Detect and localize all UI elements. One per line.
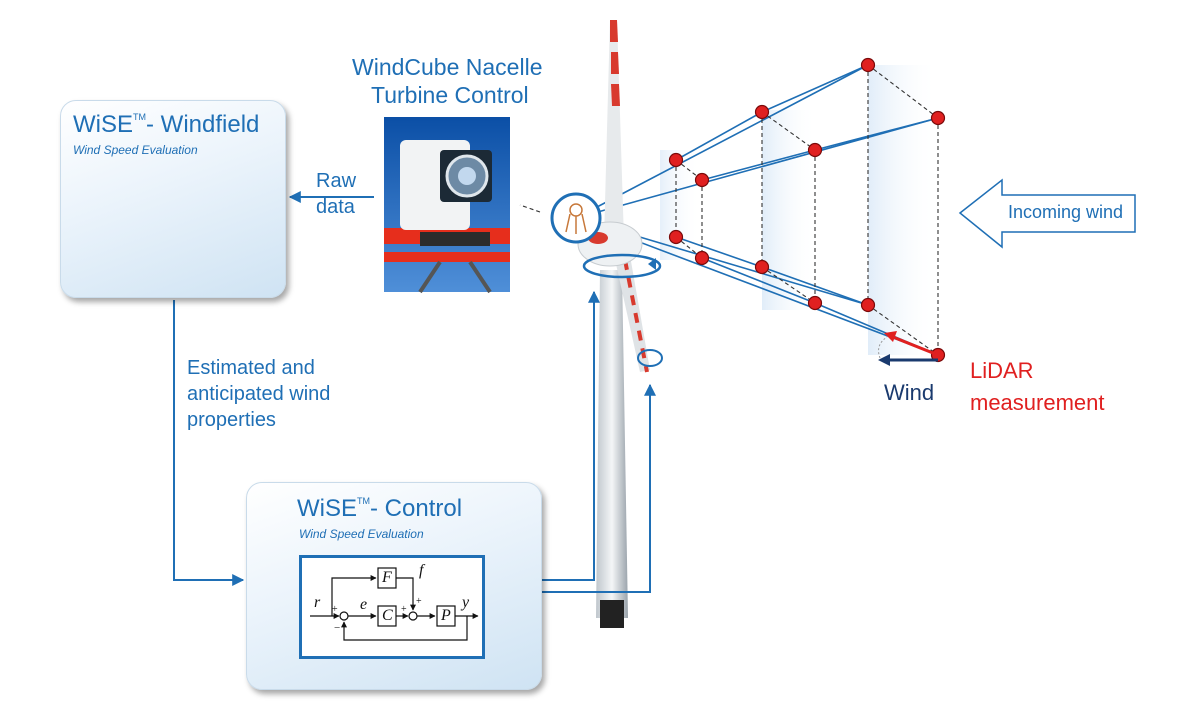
- estimated-line3: properties: [187, 409, 276, 431]
- control-title: WiSETM- Control: [297, 495, 463, 522]
- measurement-points: [668, 57, 946, 363]
- lidar-label-line2: measurement: [970, 390, 1105, 415]
- signal-e: e: [360, 596, 368, 613]
- control-block-diagram: F C P r e f y + − + +: [299, 555, 485, 659]
- block-c: C: [382, 607, 393, 624]
- measurement-point: [754, 259, 770, 275]
- wind-label: Wind: [884, 380, 935, 405]
- windcube-photo: [384, 117, 510, 294]
- raw-data-line2: data: [316, 196, 355, 218]
- sum1-plus: +: [332, 604, 338, 615]
- sum2-plus-top: +: [416, 596, 422, 607]
- windfield-title: WiSETM- Windfield: [73, 111, 260, 138]
- measurement-point: [694, 172, 710, 188]
- incoming-wind-label: Incoming wind: [1008, 202, 1124, 222]
- block-f: F: [382, 569, 392, 586]
- measurement-point: [668, 229, 684, 245]
- windcube-label-line1: WindCube Nacelle: [352, 54, 543, 80]
- measurement-point: [694, 250, 710, 266]
- windfield-box: WiSETM- Windfield Wind Speed Evaluation: [60, 100, 286, 298]
- measurement-point: [860, 57, 876, 73]
- windcube-label-line2: Turbine Control: [371, 82, 529, 108]
- signal-r: r: [314, 594, 321, 611]
- signal-y: y: [462, 594, 470, 611]
- wind-turbine: [577, 20, 663, 628]
- control-subtitle: Wind Speed Evaluation: [299, 527, 424, 541]
- wind-vector: [878, 331, 939, 366]
- sum1-minus: −: [334, 622, 341, 634]
- estimated-line2: anticipated wind: [187, 383, 331, 405]
- measurement-point: [807, 295, 823, 311]
- lidar-sensor-icon: [550, 192, 602, 244]
- control-block-lines: [310, 567, 479, 641]
- control-box: WiSETM- Control Wind Speed Evaluation F: [246, 482, 542, 690]
- raw-data-line1: Raw: [316, 170, 357, 192]
- measurement-point: [807, 142, 823, 158]
- block-p: P: [441, 607, 451, 624]
- sum2-plus-left: +: [401, 604, 407, 615]
- windfield-subtitle: Wind Speed Evaluation: [73, 143, 198, 157]
- estimated-line1: Estimated and: [187, 357, 315, 379]
- connectors: [173, 191, 656, 593]
- signal-f: f: [419, 562, 424, 579]
- incoming-wind-arrow: [958, 178, 1136, 249]
- measurement-point: [754, 104, 770, 120]
- lidar-label-line1: LiDAR: [970, 358, 1034, 383]
- measurement-point: [668, 152, 684, 168]
- measurement-point: [930, 110, 946, 126]
- measurement-point: [860, 297, 876, 313]
- lidar-dashed-lines: [519, 64, 939, 356]
- measurement-planes: [660, 65, 938, 355]
